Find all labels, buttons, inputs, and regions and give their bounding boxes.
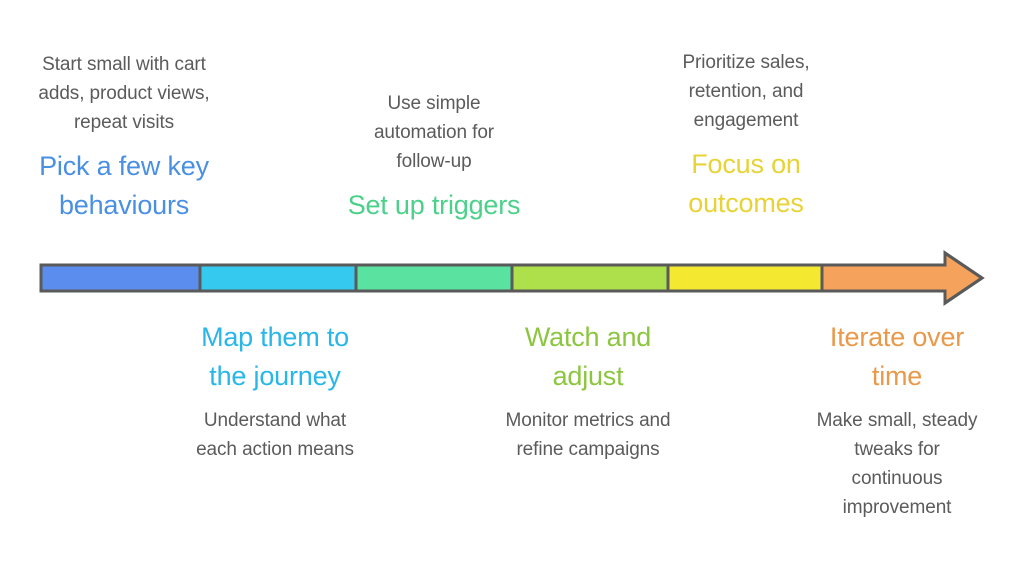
step-2-caption: Understand what each action means <box>196 410 354 460</box>
arrow-segment-4 <box>510 263 670 293</box>
arrow-outline <box>39 250 985 306</box>
step-2-heading: Map them to the journey <box>201 322 349 391</box>
step-1-heading: Pick a few key behaviours <box>39 151 209 220</box>
step-3-caption: Use simple automation for follow-up <box>373 93 495 172</box>
step-3-heading: Set up triggers <box>347 190 521 220</box>
step-1-caption: Start small with cart adds, product view… <box>38 54 210 133</box>
step-6-block: Iterate over time Make small, steady twe… <box>778 318 1016 522</box>
step-4-block: Watch and adjust Monitor metrics and ref… <box>466 318 710 464</box>
step-6-heading: Iterate over time <box>829 322 965 391</box>
arrow-segment-2 <box>198 263 358 293</box>
step-5-caption: Prioritize sales, retention, and engagem… <box>682 52 810 131</box>
process-arrow <box>0 240 1024 320</box>
step-6-caption: Make small, steady tweaks for continuous… <box>816 410 978 518</box>
step-2-block: Map them to the journey Understand what … <box>160 318 390 464</box>
step-3-block: Use simple automation for follow-up Set … <box>330 89 538 225</box>
process-arrow-svg <box>39 250 985 306</box>
step-1-block: Start small with cart adds, product view… <box>2 50 246 225</box>
arrow-segment-5 <box>666 263 824 293</box>
step-5-heading: Focus on outcomes <box>688 149 804 218</box>
step-4-heading: Watch and adjust <box>524 322 652 391</box>
step-4-caption: Monitor metrics and refine campaigns <box>505 410 671 460</box>
arrow-segment-1 <box>39 263 202 293</box>
arrow-segment-3 <box>354 263 514 293</box>
step-5-block: Prioritize sales, retention, and engagem… <box>638 48 854 223</box>
